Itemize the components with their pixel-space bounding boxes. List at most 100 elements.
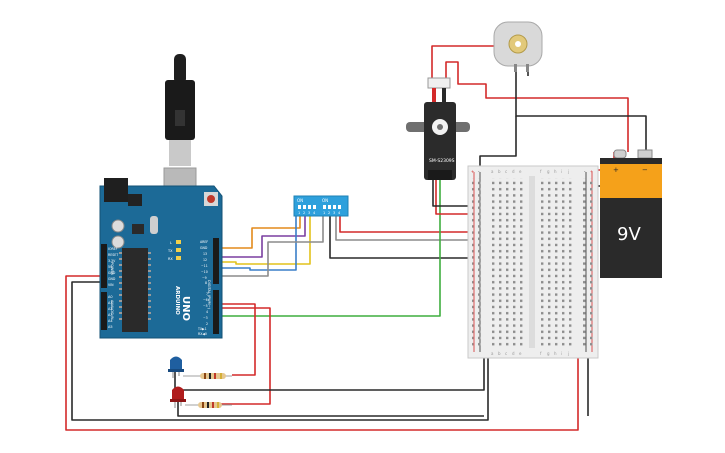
led-blue[interactable] xyxy=(168,356,184,379)
digital-pin-label: ~9 xyxy=(202,276,207,280)
bb-letter: j xyxy=(567,351,569,356)
power-label: POWER xyxy=(110,262,114,276)
bb-letter: i xyxy=(561,351,562,356)
bb-letter: j xyxy=(567,169,569,174)
digital-pin-label: 7 xyxy=(206,292,208,296)
digital-pin-label: 13 xyxy=(203,252,207,256)
digital-pin-label: TX▶1 xyxy=(197,327,207,331)
power-pin-labels: IOREF RESET 3.3V 5V GND GND VIN xyxy=(108,247,118,287)
servo-connector xyxy=(427,77,451,89)
digital-pin-labels-bottom: 7 ~6 ~5 4 ~3 2 TX▶1 RX◀0 xyxy=(197,292,208,336)
servo-base xyxy=(428,170,452,180)
analog-pin-label: A0 xyxy=(108,295,113,299)
usb-cable xyxy=(163,54,197,211)
onboard-led-labels: L TX RX xyxy=(167,241,173,261)
digital-header-bottom[interactable] xyxy=(213,290,219,334)
terminal-holes-right xyxy=(537,178,575,346)
power-pin-label: VIN xyxy=(108,283,114,287)
onboard-led-label: L xyxy=(170,241,172,245)
resistor-2[interactable] xyxy=(185,402,232,408)
wire-servo-black xyxy=(432,180,476,207)
bb-letter: f xyxy=(540,351,542,356)
power-pin-label: GND xyxy=(108,271,116,275)
bb-letter: h xyxy=(554,351,557,356)
digital-label: DIGITAL (PWM~) xyxy=(207,280,211,310)
battery-plus-label: + xyxy=(613,166,619,174)
wire-servo-motor-red-2 xyxy=(445,61,629,152)
bb-letter: h xyxy=(554,169,557,174)
analog-pin-label: A5 xyxy=(108,325,113,329)
wire-red-led1 xyxy=(219,303,256,376)
arduino-uno[interactable]: ARDUINO UNO POWER ANALOG IN DIGITAL (PWM… xyxy=(99,178,223,339)
onboard-led-label: TX xyxy=(167,249,173,253)
led-tx xyxy=(176,248,181,252)
digital-pin-label: AREF xyxy=(200,240,208,244)
bb-letter: a xyxy=(491,351,494,356)
reset-button-cap xyxy=(207,195,215,203)
dip-number: 1 xyxy=(323,211,325,215)
bb-letter: g xyxy=(547,351,550,356)
rail-plus-label: + xyxy=(590,169,593,174)
dip-switch[interactable]: ON ON 1 2 3 4 1 2 3 4 xyxy=(293,195,349,217)
wire-yellow xyxy=(219,214,311,265)
motor-shaft xyxy=(515,41,521,47)
rail-holes-right xyxy=(583,178,595,346)
power-pin-label: 5V xyxy=(108,265,113,269)
bb-letter: g xyxy=(547,169,550,174)
digital-pin-label: ~6 xyxy=(203,298,208,302)
servo-gear-center xyxy=(437,124,443,130)
digital-pin-label: ~10 xyxy=(201,270,208,274)
bb-letter: c xyxy=(505,351,507,356)
wire-gray xyxy=(219,214,324,277)
digital-pin-label: GND xyxy=(200,246,208,250)
bb-letter: f xyxy=(540,169,542,174)
chip-pins xyxy=(119,252,151,320)
bb-letter: d xyxy=(512,351,515,356)
wire-purple xyxy=(219,214,306,258)
motor-terminal xyxy=(526,64,529,72)
capacitor xyxy=(111,219,125,233)
digital-header-top[interactable] xyxy=(213,238,219,284)
power-header[interactable] xyxy=(101,244,107,288)
led-red[interactable] xyxy=(170,386,186,409)
analog-header[interactable] xyxy=(101,292,107,330)
wire-orange xyxy=(219,214,301,249)
dip-number: 2 xyxy=(303,211,305,215)
rail-minus-label: - xyxy=(584,169,586,174)
power-pin-label: IOREF xyxy=(108,247,118,251)
bb-letter: c xyxy=(505,169,507,174)
rail-plus-label: + xyxy=(471,169,474,174)
dip-number: 2 xyxy=(328,211,330,215)
onboard-led-label: RX xyxy=(168,257,173,261)
servo-motor[interactable]: SM-S2309S xyxy=(406,77,470,180)
breadboard[interactable]: a b c d e f g h i j a b c d e f g h i j … xyxy=(467,165,599,359)
dip-number: 3 xyxy=(333,211,335,215)
dip-number: 4 xyxy=(313,211,316,215)
power-jack xyxy=(104,178,128,202)
crystal xyxy=(150,216,158,234)
battery-label: 9V xyxy=(617,224,641,245)
power-pin-label: RESET xyxy=(108,253,118,257)
digital-pin-label: 4 xyxy=(206,310,208,314)
analog-pin-labels: A0 A1 A2 A3 A4 A5 xyxy=(108,295,113,329)
dip-number: 3 xyxy=(308,211,310,215)
power-pin-label: 3.3V xyxy=(108,259,116,263)
rail-minus-label: - xyxy=(478,169,480,174)
dip-toggles xyxy=(298,205,341,209)
dc-motor[interactable] xyxy=(493,21,543,72)
terminal-holes-left xyxy=(488,178,526,346)
resistor-1[interactable] xyxy=(183,373,232,379)
digital-pin-label: RX◀0 xyxy=(198,332,207,336)
battery-9v[interactable]: + − 9V xyxy=(600,149,662,278)
battery-terminal-plus xyxy=(613,149,627,159)
dip-number: 1 xyxy=(298,211,300,215)
analog-pin-label: A3 xyxy=(108,313,113,317)
analog-pin-label: A4 xyxy=(108,319,113,323)
digital-pin-labels-top: AREF GND 13 12 ~11 ~10 ~9 8 xyxy=(200,240,208,285)
led-l xyxy=(176,240,181,244)
digital-pin-label: 2 xyxy=(206,322,208,326)
digital-pin-label: ~5 xyxy=(203,304,208,308)
bb-letter: i xyxy=(561,169,562,174)
wire-servo-red xyxy=(435,180,476,215)
